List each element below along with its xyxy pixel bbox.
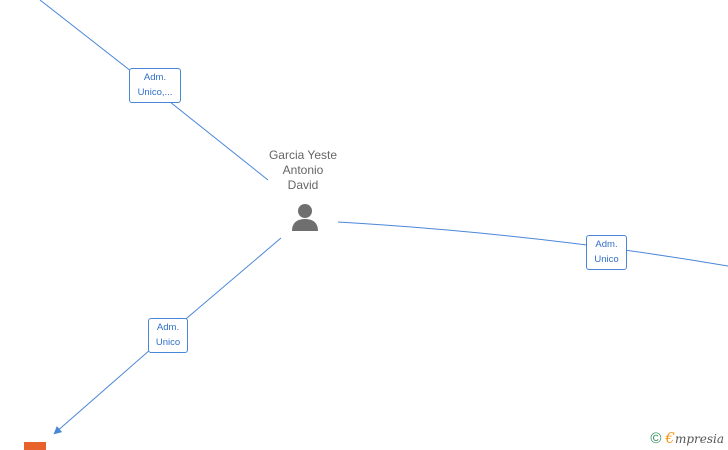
person-name-line-2: Antonio xyxy=(282,163,324,177)
brand-logo[interactable]: €mpresia xyxy=(665,429,724,447)
person-icon[interactable] xyxy=(290,202,320,232)
brand-footer: © €mpresia xyxy=(650,429,724,447)
edge-label-line: Unico xyxy=(594,254,619,265)
brand-name: mpresia xyxy=(674,432,724,446)
edge-label-top-left[interactable]: Adm. Unico,... xyxy=(129,68,181,103)
edge-label-right[interactable]: Adm. Unico xyxy=(586,235,627,270)
company-icon[interactable] xyxy=(24,442,46,450)
person-name-line-3: David xyxy=(287,178,319,192)
edge-label-line: Adm. xyxy=(595,239,618,250)
edge-right xyxy=(337,221,728,267)
edge-label-line: Adm. xyxy=(156,322,180,333)
person-node-name[interactable]: Garcia Yeste Antonio David xyxy=(253,148,353,193)
edge-label-line: Unico xyxy=(155,337,181,348)
edge-label-bottom-left[interactable]: Adm. Unico xyxy=(148,318,188,353)
person-name-line-1: Garcia Yeste xyxy=(268,148,338,162)
brand-initial: € xyxy=(665,429,675,447)
edge-label-line: Unico,... xyxy=(137,87,173,98)
copyright-icon: © xyxy=(650,430,662,447)
edge-label-line: Adm. xyxy=(143,72,167,83)
